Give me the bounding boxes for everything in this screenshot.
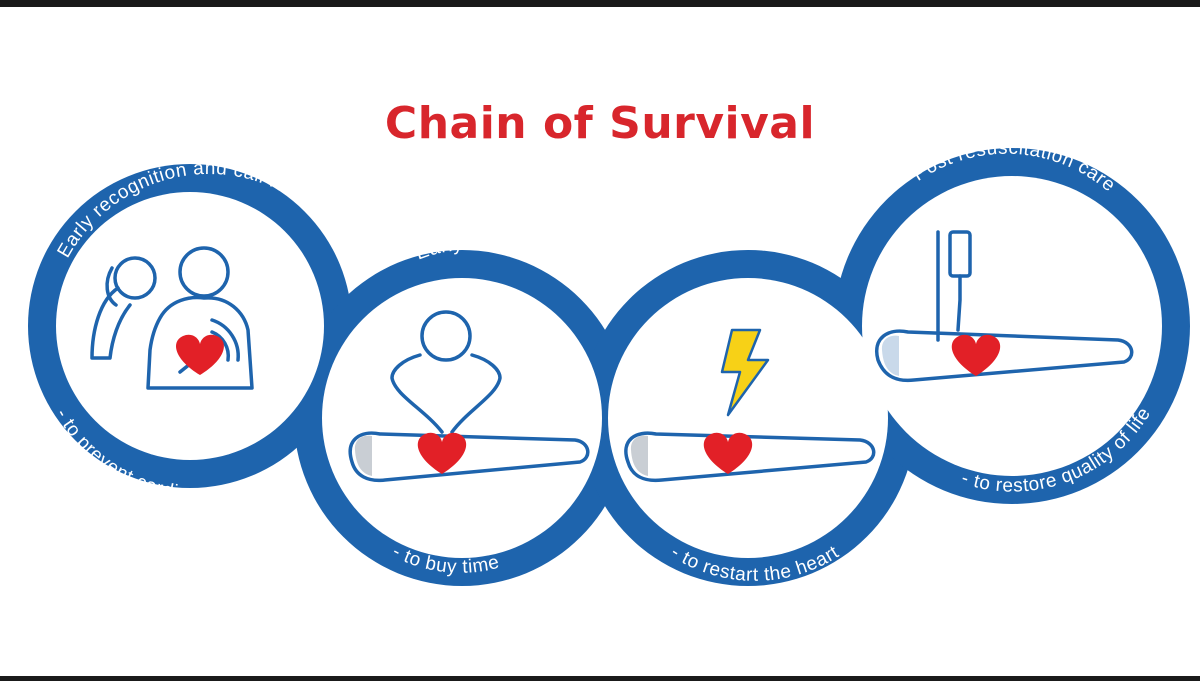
heart-icon — [176, 334, 224, 375]
iv-drip-icon — [936, 230, 972, 342]
lightning-bolt-icon — [720, 328, 770, 417]
recovering-patient-icon — [875, 329, 1134, 383]
bottom-border-bar — [0, 676, 1200, 681]
cpr-icon — [348, 310, 590, 483]
defibrillation-patient-icon — [624, 431, 876, 483]
heart-icon — [417, 432, 467, 474]
heart-icon — [703, 432, 753, 474]
top-border-bar — [0, 0, 1200, 7]
patient-head-shade — [881, 335, 899, 376]
patient-head-shade — [354, 435, 372, 476]
chain-interiors — [56, 176, 1162, 558]
patient-head-shade — [630, 435, 648, 476]
diagram-title: Chain of Survival — [384, 98, 816, 149]
heart-icon — [951, 334, 1001, 376]
